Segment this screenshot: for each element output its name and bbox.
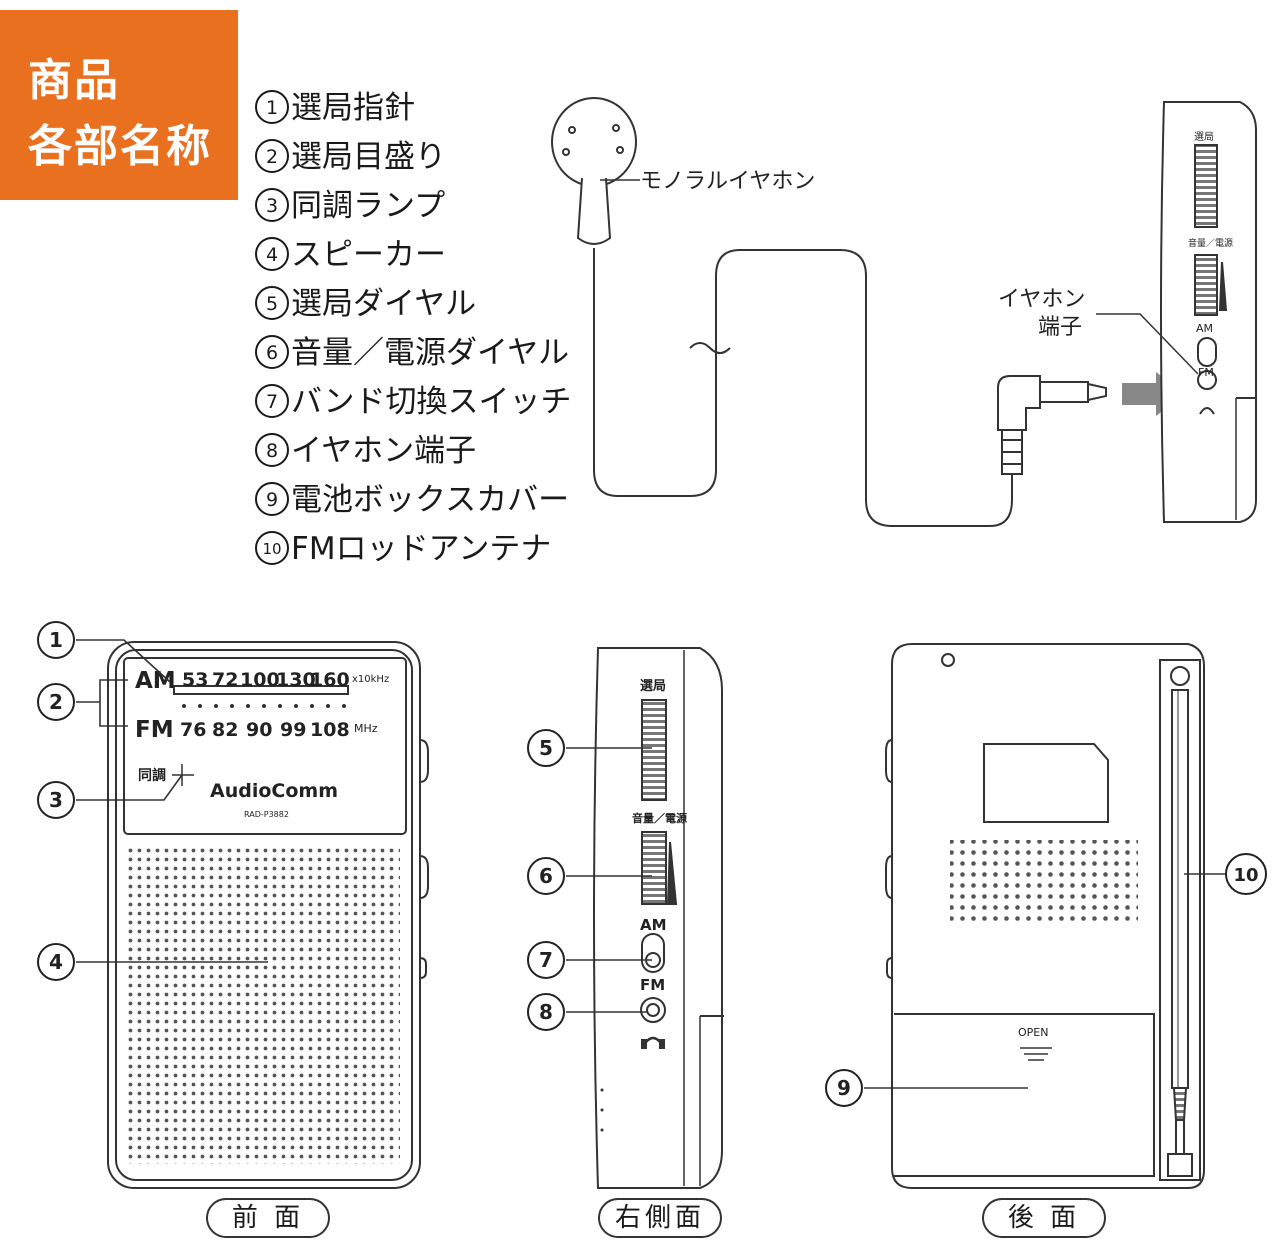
callout-1: 1 <box>49 628 63 652</box>
part-number: 4 <box>255 236 289 271</box>
callout-10: 10 <box>1233 865 1258 886</box>
callout-leaders <box>76 639 1226 1089</box>
am-unit: x10kHz <box>352 674 389 685</box>
front-view-label: 前 面 <box>206 1198 330 1238</box>
callout-2: 2 <box>49 690 63 714</box>
jack-label-line-1: イヤホン <box>998 287 1085 312</box>
tuning-lamp-label: 同調 <box>138 767 166 784</box>
side-volume-label: 音量／電源 <box>632 811 687 825</box>
brand-logo: AudioComm <box>210 780 338 802</box>
part-number: 2 <box>255 138 289 173</box>
side-view-rivets <box>600 1088 604 1132</box>
side-am-label: AM <box>640 916 667 934</box>
am-scale-tick: 53 <box>182 669 208 691</box>
part-label: 同調ランプ <box>291 188 446 224</box>
part-label: 選局指針 <box>291 90 415 126</box>
fm-scale-tick: 76 <box>180 719 206 741</box>
part-number: 1 <box>255 89 289 124</box>
side-small-fm-label: FM <box>1198 366 1214 379</box>
side-small-am-label: AM <box>1196 322 1213 335</box>
am-scale-tick: 72 <box>212 669 238 691</box>
part-number: 7 <box>255 383 289 418</box>
am-scale-tick: 130 <box>276 669 316 691</box>
front-view <box>107 641 429 1189</box>
callout-3: 3 <box>49 788 63 812</box>
part-label: イヤホン端子 <box>291 433 477 469</box>
part-number: 9 <box>255 481 289 516</box>
am-scale-tick: 160 <box>310 669 350 691</box>
section-badge: 商品 各部名称 <box>0 10 238 200</box>
part-label: 音量／電源ダイヤル <box>291 335 570 371</box>
callout-4: 4 <box>49 950 63 974</box>
callout-7: 7 <box>539 948 553 972</box>
fm-scale-tick: 82 <box>212 719 238 741</box>
side-small-volume-label: 音量／電源 <box>1188 237 1233 249</box>
part-label: スピーカー <box>291 237 446 273</box>
front-fm-dot-scale <box>182 704 346 708</box>
part-label: 電池ボックスカバー <box>291 482 570 518</box>
open-label: OPEN <box>1018 1026 1048 1039</box>
jack-leader-line <box>1096 313 1199 375</box>
part-label: 選局目盛り <box>291 139 446 175</box>
side-tuning-label: 選局 <box>640 678 666 694</box>
side-view-label: 右側面 <box>598 1198 722 1238</box>
part-number: 3 <box>255 187 289 222</box>
side-fm-label: FM <box>640 976 665 994</box>
right-side-view <box>593 647 724 1189</box>
badge-line-2: 各部名称 <box>28 121 212 172</box>
model-number: RAD-P3882 <box>244 810 289 819</box>
earphone-illustration <box>551 97 1107 527</box>
earphone-label: モノラルイヤホン <box>640 169 815 194</box>
part-label: FMロッドアンテナ <box>291 531 552 567</box>
fm-scale-tick: 108 <box>310 719 350 741</box>
front-fm-label: FM <box>135 717 174 743</box>
part-number: 6 <box>255 334 289 369</box>
am-scale-tick: 100 <box>240 669 280 691</box>
callout-6: 6 <box>539 864 553 888</box>
part-label: バンド切換スイッチ <box>291 384 572 420</box>
back-view-label: 後 面 <box>982 1198 1106 1238</box>
part-number: 8 <box>255 432 289 467</box>
callout-5: 5 <box>539 736 553 760</box>
back-view <box>885 643 1205 1189</box>
part-number: 5 <box>255 285 289 320</box>
part-label: 選局ダイヤル <box>291 286 477 322</box>
side-view-small <box>1160 101 1257 523</box>
fm-scale-tick: 99 <box>280 719 306 741</box>
fm-scale-tick: 90 <box>246 719 272 741</box>
callout-8: 8 <box>539 1000 553 1024</box>
fm-unit: MHz <box>354 722 378 735</box>
callout-circles <box>37 621 1267 1107</box>
side-small-tuning-label: 選局 <box>1194 130 1214 143</box>
part-number: 10 <box>255 530 289 565</box>
badge-line-1: 商品 <box>28 55 120 106</box>
callout-9: 9 <box>837 1076 851 1100</box>
jack-label-line-2: 端子 <box>1038 315 1082 340</box>
